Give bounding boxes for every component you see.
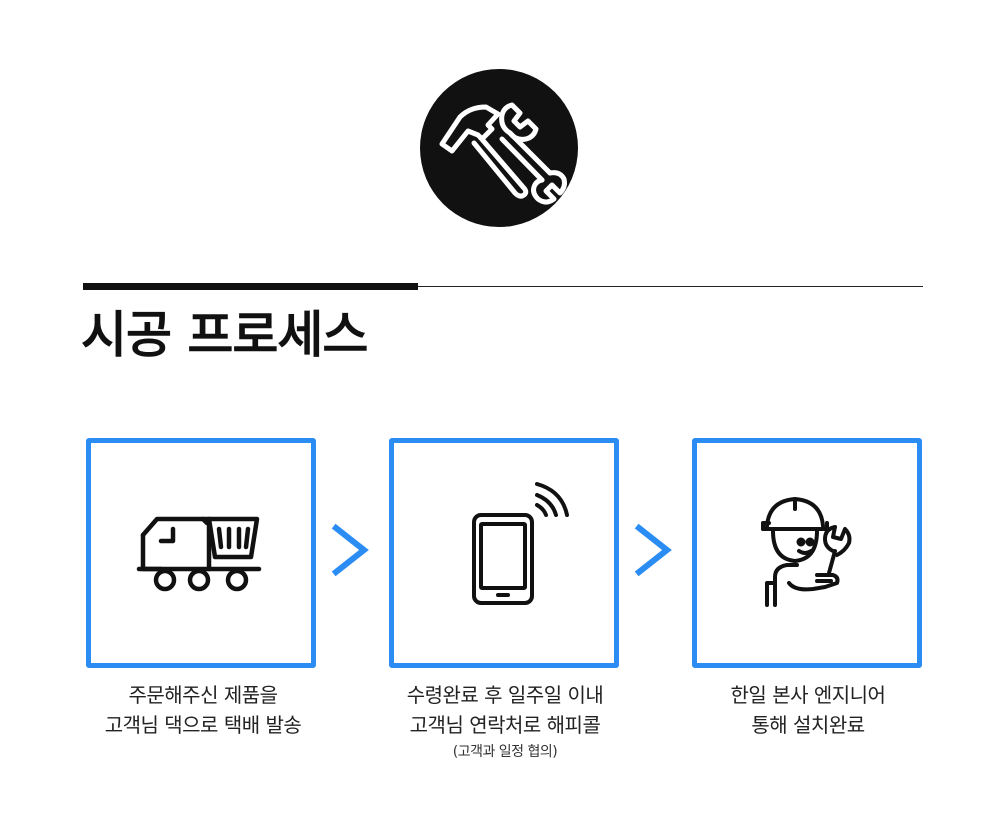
section-title: 시공 프로세스 (81, 306, 368, 364)
step-caption-2: 수령완료 후 일주일 이내 고객님 연락처로 해피콜 (고객과 일정 협의) (355, 680, 655, 762)
tools-badge (420, 69, 578, 227)
chevron-right-icon (331, 523, 369, 577)
engineer-wrench-icon (761, 497, 852, 607)
hammer-wrench-icon (439, 102, 567, 205)
caption-line: 고객님 댁으로 택배 발송 (104, 713, 302, 737)
step-card-installation (692, 438, 922, 668)
divider-line (83, 286, 923, 287)
step-caption-1: 주문해주신 제품을 고객님 댁으로 택배 발송 (53, 680, 353, 740)
title-accent-bar (83, 283, 418, 290)
chevron-right-icon (634, 523, 672, 577)
caption-line: 고객님 연락처로 해피콜 (409, 713, 601, 737)
caption-line: 한일 본사 엔지니어 (730, 683, 886, 707)
caption-line: 수령완료 후 일주일 이내 (406, 683, 604, 707)
step-card-happy-call (389, 438, 619, 668)
delivery-truck-icon (136, 516, 262, 592)
phone-signal-icon (472, 482, 569, 605)
caption-note: (고객과 일정 협의) (452, 744, 558, 760)
step-card-shipping (86, 438, 316, 668)
caption-line: 주문해주신 제품을 (128, 683, 278, 707)
step-caption-3: 한일 본사 엔지니어 통해 설치완료 (658, 680, 958, 740)
caption-line: 통해 설치완료 (751, 713, 865, 737)
